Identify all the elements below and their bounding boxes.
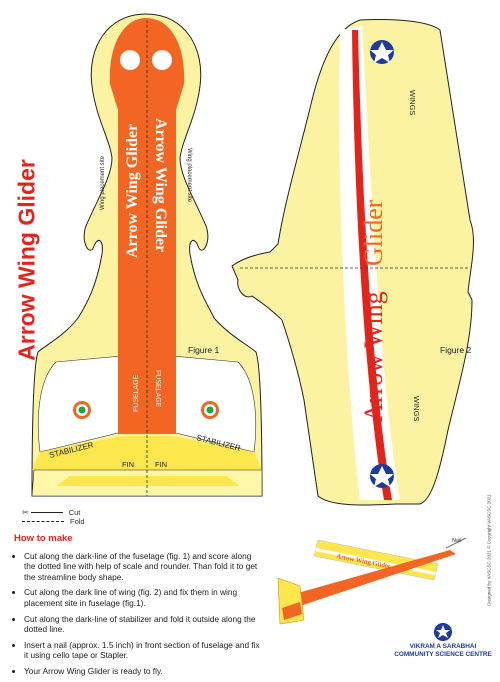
- how-to-make-section: How to make Cut along the dark-line of t…: [14, 533, 262, 682]
- how-to-make-steps: Cut along the dark-line of the fuselage …: [14, 551, 262, 677]
- fin-band-light: [56, 476, 240, 486]
- how-to-make-heading: How to make: [14, 533, 73, 544]
- nose-circle-right: [152, 50, 172, 70]
- step-item: Cut along the dark-line of the fuselage …: [24, 551, 262, 583]
- model-fuselage: [280, 550, 456, 610]
- nose-circle-left: [120, 50, 140, 70]
- design-credit-text: Designed by VASCSC 2021 © Copyright VASC…: [486, 494, 492, 606]
- fold-line-sample: [22, 521, 64, 522]
- model-nail: [445, 537, 467, 549]
- fuselage-label-right: FUSELAGE: [154, 370, 161, 408]
- glider-model-illustration: Nail Arrow Wing Glider: [270, 528, 480, 630]
- wing-logo-bottom-star: [370, 466, 394, 487]
- step-item: Cut along the dark line of wing (fig. 2)…: [24, 587, 262, 608]
- design-credit: Designed by VASCSC 2021 © Copyright VASC…: [484, 494, 494, 605]
- roundel-right-inner: [206, 406, 214, 414]
- legend-fold-row: Fold: [22, 517, 85, 526]
- figure2-label: Figure 2: [440, 345, 472, 355]
- fin-right-label: FIN: [155, 460, 167, 469]
- legend-cut-label: Cut: [68, 508, 81, 517]
- org-logo-icon: [434, 623, 452, 641]
- wing-red-stripe: [352, 30, 392, 500]
- model-tail-stripe: [282, 602, 302, 620]
- org-logo: VIKRAM A SARABHAI COMMUNITY SCIENCE CENT…: [388, 622, 498, 659]
- fuselage-label-left: FUSELAGE: [133, 374, 140, 412]
- model-nail-label: Nail: [452, 538, 461, 544]
- cut-line-sample: [30, 512, 63, 513]
- legend-cut-row: ✂ Cut: [22, 508, 85, 517]
- wing-placement-left-label: Wing placement site: [100, 155, 106, 210]
- figure1-label: Figure 1: [188, 345, 220, 355]
- org-name-line1: VIKRAM A SARABHAI: [409, 643, 477, 650]
- fin-left-label: FIN: [122, 460, 134, 469]
- step-item: Insert a nail (approx. 1.5 inch) in fron…: [24, 640, 262, 661]
- wing-white-band: [339, 26, 400, 500]
- fuselage-title-left: Arrow Wing Glider: [124, 124, 141, 258]
- step-item: Your Arrow Wing Glider is ready to fly.: [24, 666, 262, 677]
- org-name-line2: COMMUNITY SCIENCE CENTRE: [394, 651, 492, 658]
- wings-top-label: WINGS: [408, 90, 417, 115]
- step-item: Cut along the dark-line of stabilizer an…: [24, 614, 262, 635]
- scissors-icon: ✂: [22, 508, 29, 517]
- fuselage-title-right: Arrow Wing Glider: [152, 118, 169, 252]
- wing-brand-a: Arrow Wing: [359, 291, 388, 422]
- roundel-left-inner: [78, 406, 86, 414]
- wing-placement-right-label: Wing placement site: [186, 148, 192, 203]
- wing-logo-top-star: [370, 42, 394, 63]
- cut-fold-legend: ✂ Cut Fold: [22, 508, 85, 526]
- wing-brand-b: Glider: [359, 199, 388, 266]
- wings-bottom-label: WINGS: [412, 396, 421, 421]
- legend-fold-label: Fold: [70, 517, 85, 526]
